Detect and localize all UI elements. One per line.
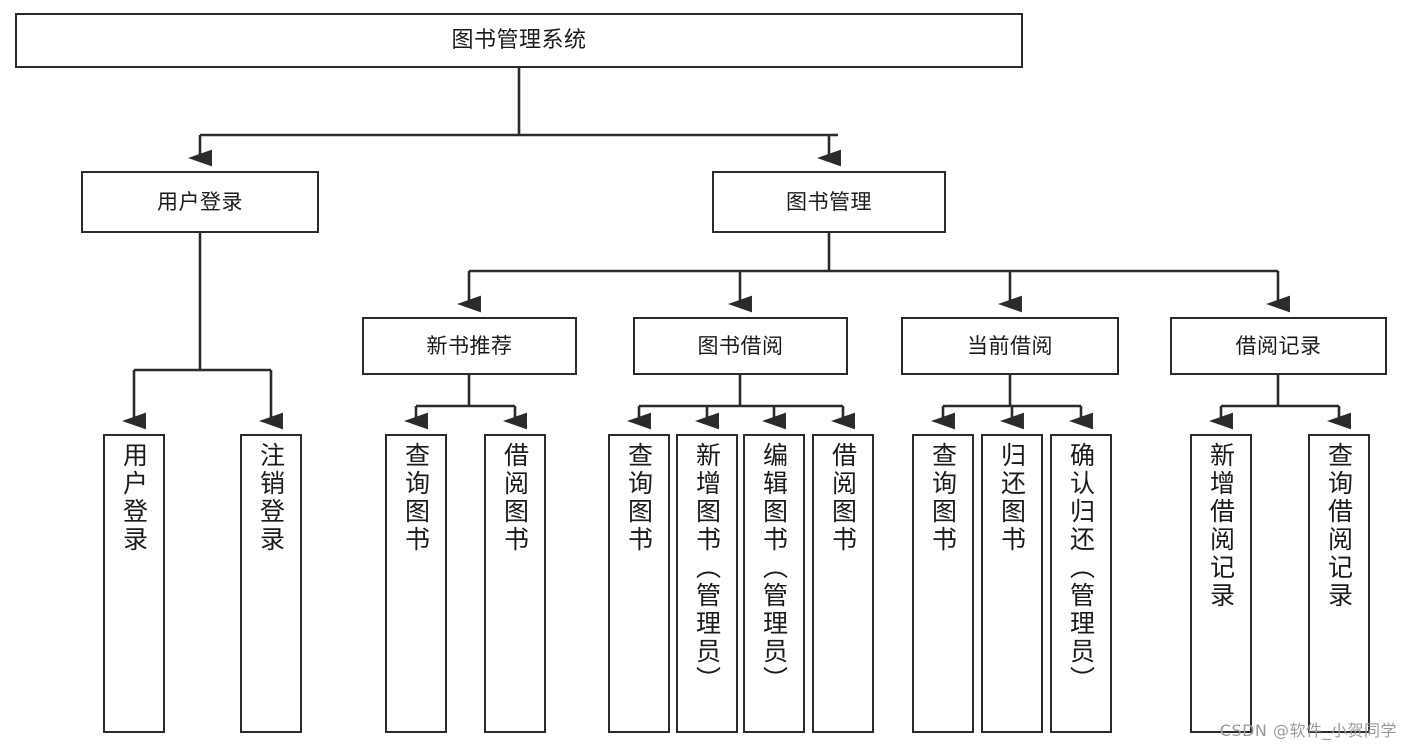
node-label: 当前借阅 bbox=[967, 333, 1053, 358]
node-user-login[interactable]: 用户登录 bbox=[81, 171, 319, 233]
node-book-management[interactable]: 图书管理 bbox=[712, 171, 946, 233]
node-label: 图书借阅 bbox=[697, 333, 784, 358]
node-label: 确认归还（管理员） bbox=[1066, 442, 1096, 694]
node-label: 查询图书 bbox=[401, 442, 431, 554]
node-label: 查询图书 bbox=[928, 442, 958, 554]
node-leaf-query-borrow-record[interactable]: 查询借阅记录 bbox=[1308, 434, 1370, 733]
node-label: 用户登录 bbox=[157, 189, 243, 214]
node-label: 新增图书（管理员） bbox=[692, 442, 722, 694]
node-new-book-recommend[interactable]: 新书推荐 bbox=[362, 317, 577, 375]
node-leaf-borrow-book-rec[interactable]: 借阅图书 bbox=[484, 434, 546, 733]
node-label: 新增借阅记录 bbox=[1206, 442, 1236, 610]
node-leaf-query-book-current[interactable]: 查询图书 bbox=[912, 434, 974, 733]
node-label: 归还图书 bbox=[997, 442, 1027, 554]
node-label: 注销登录 bbox=[256, 442, 286, 554]
node-label: 借阅记录 bbox=[1235, 333, 1322, 358]
node-leaf-add-book-admin[interactable]: 新增图书（管理员） bbox=[676, 434, 738, 733]
node-leaf-query-book-borrow[interactable]: 查询图书 bbox=[608, 434, 670, 733]
csdn-watermark: CSDN @软件_小贺同学 bbox=[1219, 721, 1397, 740]
node-label: 查询借阅记录 bbox=[1324, 442, 1354, 610]
node-book-borrow[interactable]: 图书借阅 bbox=[633, 317, 848, 375]
node-leaf-confirm-return-admin[interactable]: 确认归还（管理员） bbox=[1050, 434, 1112, 733]
node-label: 新书推荐 bbox=[426, 333, 513, 358]
node-leaf-add-borrow-record[interactable]: 新增借阅记录 bbox=[1190, 434, 1252, 733]
node-label: 借阅图书 bbox=[828, 442, 858, 554]
node-leaf-borrow-book[interactable]: 借阅图书 bbox=[812, 434, 874, 733]
node-current-borrow[interactable]: 当前借阅 bbox=[901, 317, 1119, 375]
node-leaf-return-book[interactable]: 归还图书 bbox=[981, 434, 1043, 733]
node-label: 图书管理系统 bbox=[451, 27, 587, 53]
node-label: 图书管理 bbox=[786, 189, 872, 214]
node-label: 查询图书 bbox=[624, 442, 654, 554]
node-borrow-record[interactable]: 借阅记录 bbox=[1170, 317, 1387, 375]
node-label: 用户登录 bbox=[119, 442, 149, 554]
node-leaf-user-logout[interactable]: 注销登录 bbox=[240, 434, 302, 733]
node-leaf-edit-book-admin[interactable]: 编辑图书（管理员） bbox=[743, 434, 805, 733]
node-label: 编辑图书（管理员） bbox=[759, 442, 789, 694]
node-root[interactable]: 图书管理系统 bbox=[15, 13, 1023, 68]
node-leaf-user-login[interactable]: 用户登录 bbox=[103, 434, 165, 733]
node-label: 借阅图书 bbox=[500, 442, 530, 554]
node-leaf-query-book-rec[interactable]: 查询图书 bbox=[385, 434, 447, 733]
